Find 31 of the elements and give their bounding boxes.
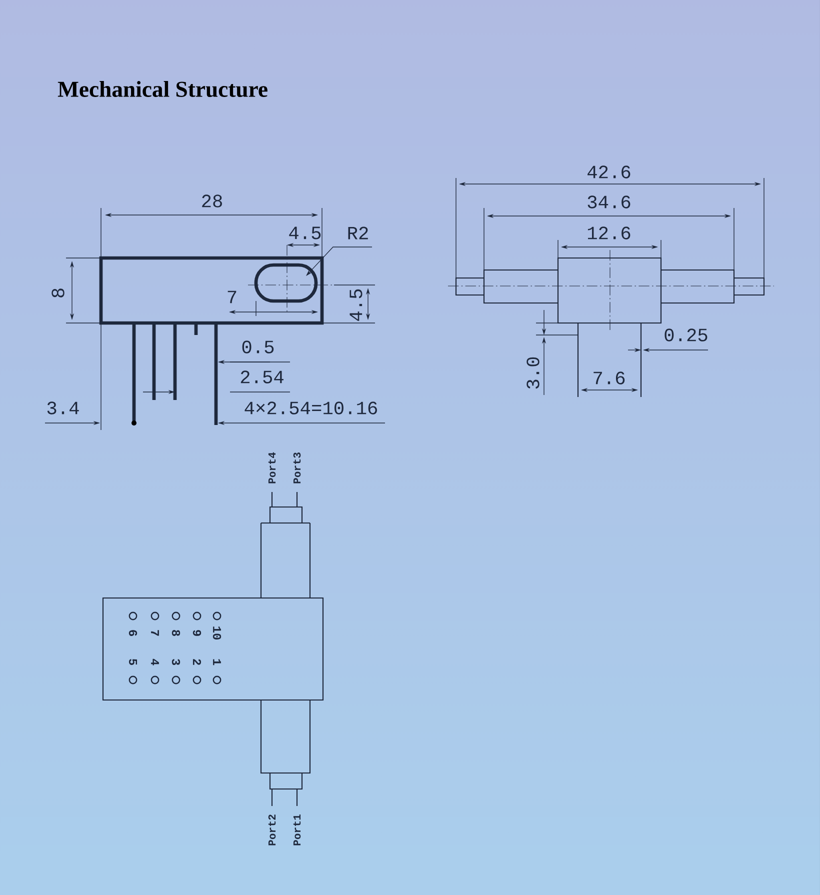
dim-label: R2 xyxy=(348,226,368,240)
pin-number: 1 xyxy=(213,659,221,666)
dim-label: 4.5 xyxy=(289,226,321,240)
pin-number: 4 xyxy=(151,658,159,666)
pin-number: 2 xyxy=(192,659,202,665)
pin-number: 6 xyxy=(128,630,138,636)
port-label: Port1 xyxy=(293,814,301,846)
dim-label: 3.0 xyxy=(526,357,540,389)
pin-number: 5 xyxy=(128,659,137,665)
dim-label: 4.5 xyxy=(350,289,362,321)
pin-number: 9 xyxy=(192,630,202,636)
dim-label: 0.25 xyxy=(664,328,708,342)
pin-number: 7 xyxy=(151,630,159,636)
dim-label: 4×2.54=10.16 xyxy=(244,402,377,414)
dim-label: 34.6 xyxy=(588,196,630,208)
dim-label: 42.6 xyxy=(588,166,630,178)
dim-label: 8 xyxy=(52,288,64,298)
pin-number: 3 xyxy=(172,658,180,665)
title: Mechanical Structure xyxy=(58,81,268,97)
dim-label: 0.5 xyxy=(242,340,274,354)
dim-label: 12.6 xyxy=(588,226,630,240)
pin-number: 8 xyxy=(172,630,180,636)
dim-label: 28 xyxy=(202,194,222,208)
dim-label: 3.4 xyxy=(47,402,79,414)
pin-number: 10 xyxy=(212,626,222,640)
port-label: Port2 xyxy=(268,814,276,846)
port-label: Port3 xyxy=(293,452,301,484)
port-label: Port4 xyxy=(268,452,276,484)
dim-label: 2.54 xyxy=(240,370,284,384)
dim-label: 7.6 xyxy=(594,372,625,384)
dim-label: 7 xyxy=(228,290,236,304)
